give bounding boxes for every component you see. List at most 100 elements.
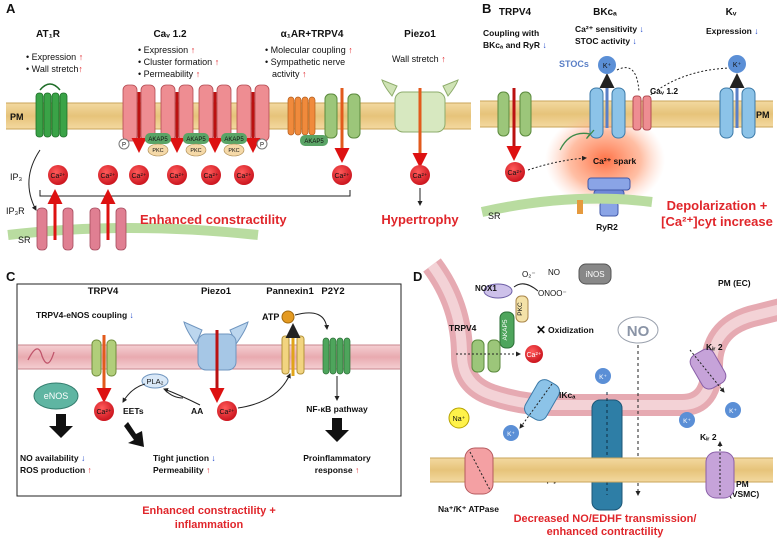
nox1-label: NOX1 <box>475 284 497 293</box>
down-block-arrow-3 <box>325 418 349 442</box>
alpha-coupling: • Molecular coupling ↑ <box>265 45 353 55</box>
down-arrow-icon: ↓ <box>633 36 637 46</box>
sr-label-a: SR <box>18 235 31 245</box>
alpha1ar-trpv4-label: α₁AR+TRPV4 <box>281 29 344 40</box>
panel-d: D PM (EC) NOX1 O₂⁻ NO iNOS ONOO⁻ PKC AKA… <box>413 258 777 538</box>
k-ion-d4: K⁺ <box>683 418 691 425</box>
piezo1-channel-c <box>183 321 249 403</box>
pannexin1-header: Pannexin1 <box>266 286 314 297</box>
down-arrow-icon: ↓ <box>130 310 134 320</box>
cav-expression: • Expression ↑ <box>138 45 195 55</box>
panel-a-letter: A <box>6 1 16 16</box>
cav12-channels: AKAP5 PKC AKAP5 PKC AKAP5 PKC P P <box>118 84 270 157</box>
aa-label: AA <box>191 406 203 416</box>
inos-box <box>578 263 612 285</box>
permeability-c: Permeability ↑ <box>153 465 210 475</box>
piezo-wall-stretch: Wall stretch ↑ <box>392 54 446 64</box>
up-arrow-icon: ↑ <box>441 54 446 64</box>
k-ion-b1: K⁺ <box>603 63 612 70</box>
alpha-activity: activity ↑ <box>272 69 307 79</box>
tight-junction: Tight junction ↓ <box>153 453 216 463</box>
down-arrow-icon: ↓ <box>211 453 215 463</box>
ip3r-channels <box>36 189 127 251</box>
stocs-label: STOCs <box>559 59 589 69</box>
up-arrow-icon: ↑ <box>88 465 92 475</box>
panel-c: C TRPV4 Piezo1 Pannexin1 P2Y2 TRPV4-eNOS… <box>6 269 402 531</box>
panel-d-letter: D <box>413 269 422 284</box>
akap5-box-d <box>499 311 515 349</box>
trpv4-header-b: TRPV4 <box>499 7 532 18</box>
ca-ion-d: Ca²⁺ <box>527 352 542 359</box>
akap5-label-a1: AKAP5 <box>148 137 168 143</box>
kir2-channel-vsmc <box>705 441 735 499</box>
enos-label: eNOS <box>44 391 69 401</box>
panel-c-outcome-2: inflammation <box>175 519 244 531</box>
panel-c-outcome-1: Enhanced constractility + <box>142 505 276 517</box>
akap5-label-d: AKAP5 <box>502 319 509 340</box>
up-arrow-icon: ↑ <box>191 45 196 55</box>
ca-spark-label: Ca²⁺ spark <box>593 156 636 166</box>
alpha-sympathetic: • Sympathetic nerve <box>265 57 345 67</box>
piezo1-channel-a <box>381 79 459 168</box>
up-arrow-icon: ↑ <box>206 465 210 475</box>
at1r-label: AT₁R <box>36 29 61 40</box>
kv-expression: Expression ↓ <box>706 26 758 36</box>
at1r-receptor <box>35 92 68 138</box>
nox1-ellipse <box>483 283 513 299</box>
oxidization-label: Oxidization <box>548 325 594 335</box>
down-arrow-icon: ↓ <box>754 26 758 36</box>
up-arrow-icon: ↑ <box>78 64 83 74</box>
panel-b-letter: B <box>482 1 491 16</box>
bkca-channel <box>589 73 626 139</box>
at1r-expression: • Expression ↑ <box>26 52 83 62</box>
no-big-label: NO <box>627 323 650 340</box>
down-arrow-icon: ↓ <box>640 24 644 34</box>
na-k-atpase-label: Na⁺/K⁺ ATPase <box>438 504 499 514</box>
ikca-label: IKᴄₐ <box>559 390 576 400</box>
no-big-ellipse <box>617 316 659 344</box>
up-arrow-icon: ↑ <box>355 465 359 475</box>
down-block-arrow-1 <box>49 414 73 438</box>
k-ion-b2: K⁺ <box>733 62 742 69</box>
depolarization-label: Depolarization + <box>667 198 768 213</box>
cav-cluster: • Cluster formation ↑ <box>138 57 219 67</box>
calcium-ions-a: Ca²⁺ Ca²⁺ Ca²⁺ Ca²⁺ Ca²⁺ Ca²⁺ Ca²⁺ Ca²⁺ <box>48 165 430 185</box>
k-ion-d2: K⁺ <box>507 431 515 438</box>
pm-label-b: PM <box>756 110 770 120</box>
panel-d-outcome-2: enhanced contractility <box>547 526 665 538</box>
caveolin-shape <box>27 348 55 364</box>
ryr2-label: RyR2 <box>596 222 618 232</box>
trpv4-channel-a <box>324 88 361 163</box>
pkc-label-a2: PKC <box>190 148 201 154</box>
enos-ellipse <box>33 382 79 410</box>
inos-label: iNOS <box>585 270 604 279</box>
cav12-label: Caᵥ 1.2 <box>153 29 187 40</box>
ca-ion-c2: Ca²⁺ <box>220 409 235 416</box>
svg-text:Ca²⁺: Ca²⁺ <box>413 173 428 180</box>
na-ion: Na⁺ <box>453 416 466 423</box>
onoo-label: ONOO⁻ <box>538 289 567 298</box>
svg-text:Ca²⁺: Ca²⁺ <box>204 173 219 180</box>
phospho-label-2: P <box>260 143 264 149</box>
p2y2-receptor <box>322 337 351 375</box>
ip3r-label: IP₃R <box>6 206 25 216</box>
panel-d-outcome-1: Decreased NO/EDHF transmission/ <box>514 513 697 525</box>
p2y2-header: P2Y2 <box>321 286 344 297</box>
panel-a: A AT₁R Caᵥ 1.2 α₁AR+TRPV4 Piezo1 • Expre… <box>6 1 471 251</box>
trpv4-channel-d <box>471 339 501 373</box>
kir2-label-vsmc: Kᵢᵣ 2 <box>700 432 717 442</box>
eets-label: EETs <box>123 406 144 416</box>
pm-label-a: PM <box>10 112 24 122</box>
cacyt-increase-label: [Ca²⁺]cyt increase <box>661 214 773 229</box>
no-availability: NO availability ↓ <box>20 453 85 463</box>
panel-c-letter: C <box>6 269 16 284</box>
akap5-label-a3: AKAP5 <box>224 137 244 143</box>
cross-icon: ✕ <box>536 323 546 337</box>
piezo1-label: Piezo1 <box>404 29 436 40</box>
response: response ↑ <box>315 465 359 475</box>
pkc-box-d <box>515 295 529 323</box>
no-small-label: NO <box>548 268 560 277</box>
calcium-spark-glow <box>545 112 665 208</box>
down-block-arrow-2 <box>124 422 144 447</box>
